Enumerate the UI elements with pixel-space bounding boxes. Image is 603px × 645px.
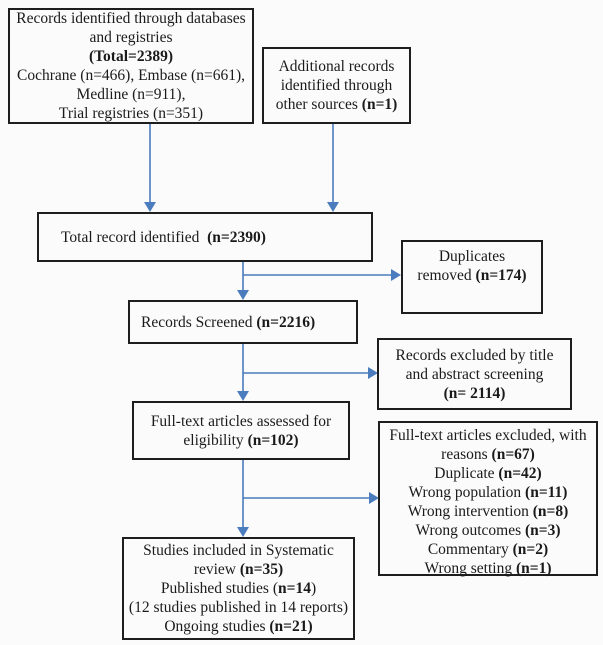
text-line: Full-text articles assessed for — [150, 412, 332, 430]
text-line: Wrong setting (n=1) — [424, 560, 552, 577]
text-line: Duplicates — [438, 248, 506, 265]
box-studies-included: Studies included in Systematic review (n=… — [122, 537, 355, 640]
text-line: and registries — [89, 29, 173, 46]
text-line: (Total=2389) — [88, 48, 174, 65]
box-records-screened: Records Screened (n=2216) — [128, 300, 358, 344]
box-records-identified: Records identified through databases and … — [8, 8, 254, 124]
text-line: Total record identified (n=2390) — [61, 228, 266, 246]
text-line: Additional records — [278, 58, 395, 75]
text-line: Full-text articles excluded, with — [389, 427, 587, 444]
text-line: Duplicate (n=42) — [434, 465, 542, 482]
text-line: identified through — [280, 77, 393, 94]
text-line: Trial registries (n=351) — [58, 105, 204, 122]
text-line: review (n=35) — [193, 561, 284, 578]
text-line: Records excluded by title — [395, 346, 554, 364]
arrow-screened-to-fulltext — [237, 344, 249, 401]
arrow-branch-duplicates — [243, 269, 401, 281]
text-line: (12 studies published in 14 reports) — [128, 599, 349, 616]
text-line: removed (n=174) — [417, 267, 527, 284]
text-line: eligibility (n=102) — [183, 431, 299, 449]
arrow-branch-title-excluded — [243, 367, 378, 379]
box-total-identified: Total record identified (n=2390) — [37, 212, 373, 262]
arrow-additional-to-total — [327, 124, 339, 212]
text-line: Cochrane (n=466), Embase (n=661), — [17, 67, 245, 84]
text-line: (n= 2114) — [443, 384, 506, 402]
arrow-branch-fulltext-excluded — [243, 492, 379, 504]
text-line: Wrong population (n=11) — [408, 484, 568, 501]
arrow-fulltext-to-included — [237, 460, 249, 537]
text-line: Records Screened (n=2216) — [141, 313, 316, 331]
arrow-total-to-screened — [237, 262, 249, 300]
text-line: Records identified through databases — [16, 10, 246, 27]
text-line: other sources (n=1) — [275, 96, 398, 113]
arrow-databases-to-total — [144, 124, 156, 212]
box-fulltext-excluded: Full-text articles excluded, with reasons… — [378, 421, 598, 577]
text-line: Commentary (n=2) — [427, 541, 549, 558]
text-line: Medline (n=911), — [76, 86, 186, 103]
text-line: Wrong intervention (n=8) — [407, 503, 569, 520]
text-line: Ongoing studies (n=21) — [164, 618, 313, 635]
text-line: and abstract screening — [405, 365, 544, 383]
text-line: Wrong outcomes (n=3) — [415, 522, 561, 539]
box-duplicates-removed: Duplicates removed (n=174) — [401, 240, 543, 314]
box-additional-records: Additional records identified through othe… — [262, 47, 411, 124]
text-line: Studies included in Systematic — [143, 542, 334, 559]
text-line: reasons (n=67) — [441, 446, 535, 463]
text-line: Published studies (n=14) — [160, 580, 317, 597]
